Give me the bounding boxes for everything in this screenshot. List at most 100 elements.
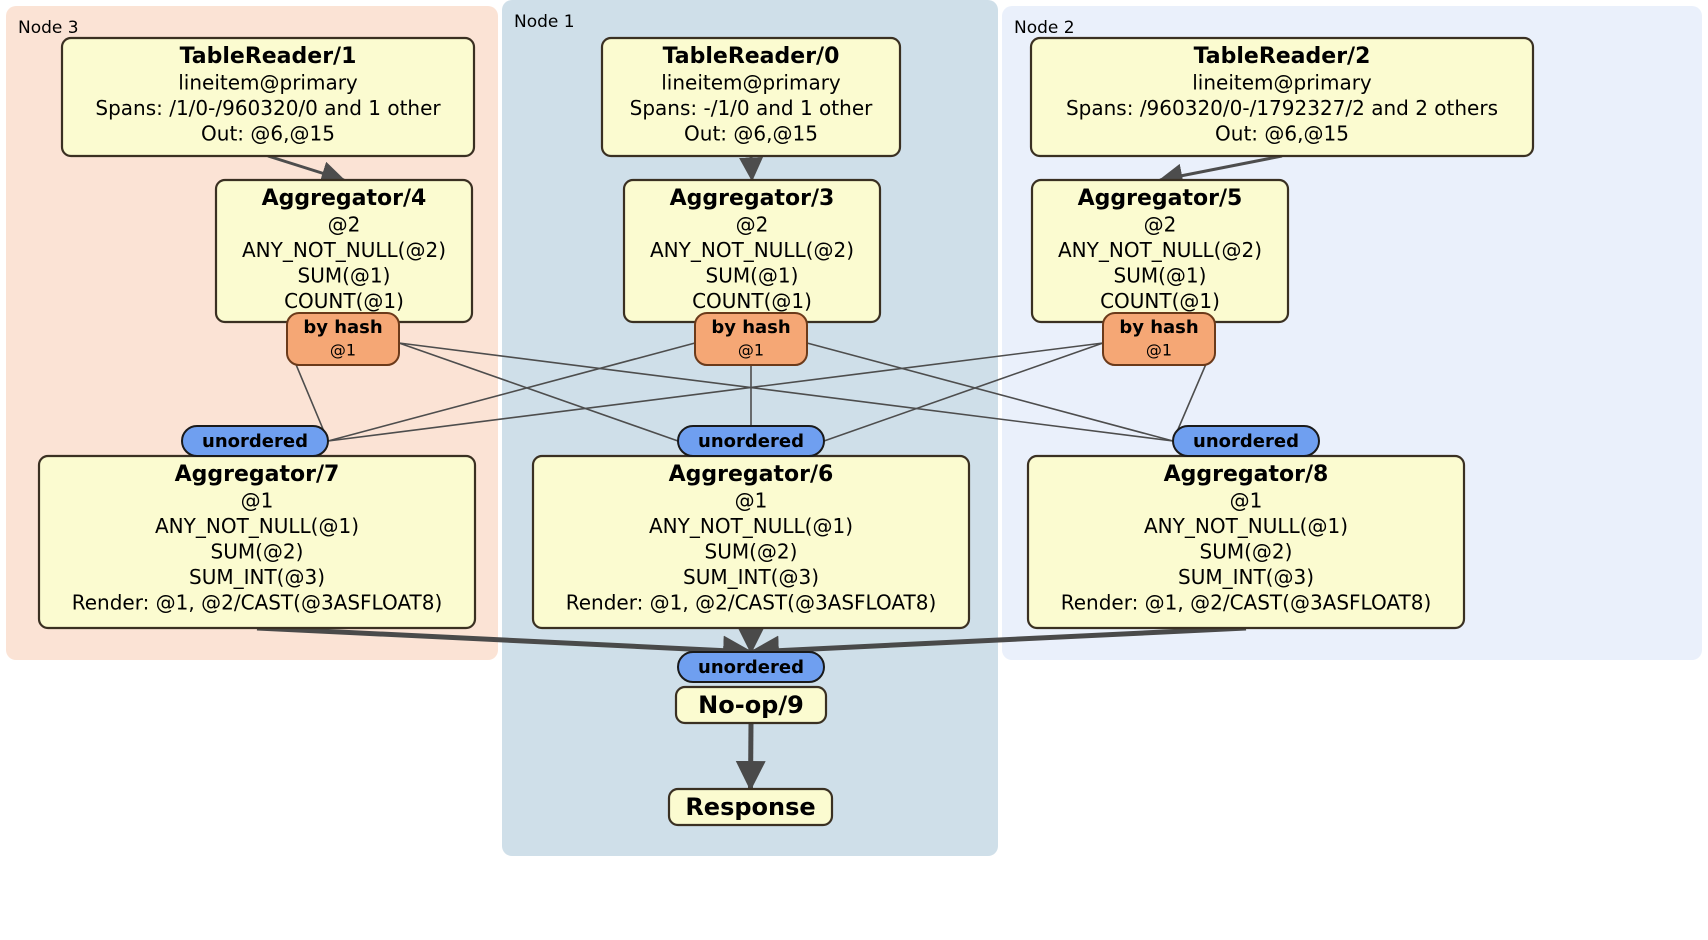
processor-line: SUM(@2) bbox=[211, 540, 304, 564]
processor-box[interactable] bbox=[667, 787, 834, 827]
edge-aggregator7-to-unord9 bbox=[256, 625, 753, 666]
unordered-router-unord7[interactable]: unordered bbox=[181, 425, 329, 457]
processor-line: @2 bbox=[328, 213, 361, 237]
edge-hash3-to-unord7 bbox=[327, 342, 696, 442]
processor-aggregator5[interactable]: Aggregator/5@2ANY_NOT_NULL(@2)SUM(@1)COU… bbox=[1030, 178, 1290, 324]
processor-line: SUM_INT(@3) bbox=[1178, 565, 1314, 589]
panel-label: Node 1 bbox=[514, 12, 575, 32]
processor-line: Spans: -/1/0 and 1 other bbox=[630, 96, 873, 120]
processor-line: @1 bbox=[735, 489, 768, 513]
processor-line: COUNT(@1) bbox=[1100, 289, 1220, 313]
processor-noop9[interactable]: No-op/9 bbox=[674, 685, 828, 725]
unordered-router-label: unordered bbox=[698, 657, 804, 678]
processor-box[interactable] bbox=[674, 685, 828, 725]
processor-line: lineitem@primary bbox=[1192, 71, 1372, 95]
processor-line: ANY_NOT_NULL(@1) bbox=[1144, 514, 1348, 538]
unordered-router-unord9[interactable]: unordered bbox=[677, 651, 825, 683]
edge-noop9-to-response bbox=[735, 722, 766, 791]
processor-line: SUM_INT(@3) bbox=[683, 565, 819, 589]
processor-title: TableReader/0 bbox=[663, 44, 840, 69]
processor-response[interactable]: Response bbox=[667, 787, 834, 827]
hash-router-column: @1 bbox=[1146, 341, 1172, 360]
processor-box[interactable] bbox=[600, 36, 902, 158]
hash-router-label: by hash bbox=[1119, 317, 1198, 338]
processor-aggregator3[interactable]: Aggregator/3@2ANY_NOT_NULL(@2)SUM(@1)COU… bbox=[622, 178, 882, 324]
unordered-router-shape[interactable] bbox=[1172, 425, 1320, 457]
edge-hash4-to-unord8 bbox=[398, 342, 1174, 442]
unordered-router-shape[interactable] bbox=[677, 651, 825, 683]
processor-line: Out: @6,@15 bbox=[684, 122, 818, 146]
hash-router-label: by hash bbox=[711, 317, 790, 338]
hash-router-column: @1 bbox=[330, 341, 356, 360]
edge-tablereader2-to-aggregator5 bbox=[1158, 154, 1283, 188]
processor-line: COUNT(@1) bbox=[692, 289, 812, 313]
processor-line: ANY_NOT_NULL(@2) bbox=[242, 238, 446, 262]
processor-title: Aggregator/3 bbox=[670, 186, 835, 211]
edge-hash3-to-unord8 bbox=[806, 342, 1174, 442]
unordered-router-label: unordered bbox=[698, 431, 804, 452]
unordered-router-unord8[interactable]: unordered bbox=[1172, 425, 1320, 457]
processor-box[interactable] bbox=[1029, 36, 1535, 158]
processor-title: Aggregator/6 bbox=[669, 462, 834, 487]
hash-router-hash4[interactable]: by hash @1 bbox=[286, 312, 400, 366]
processor-aggregator7[interactable]: Aggregator/7@1ANY_NOT_NULL(@1)SUM(@2)SUM… bbox=[37, 454, 477, 630]
processor-line: SUM_INT(@3) bbox=[189, 565, 325, 589]
processor-line: ANY_NOT_NULL(@1) bbox=[155, 514, 359, 538]
processor-aggregator8[interactable]: Aggregator/8@1ANY_NOT_NULL(@1)SUM(@2)SUM… bbox=[1026, 454, 1466, 630]
hash-router-hash3[interactable]: by hash @1 bbox=[694, 312, 808, 366]
processor-line: SUM(@1) bbox=[706, 264, 799, 288]
edge-hash5-to-unord6 bbox=[823, 342, 1104, 442]
hash-router-shape[interactable] bbox=[694, 312, 808, 366]
processor-line: @1 bbox=[1230, 489, 1263, 513]
processor-title: Aggregator/5 bbox=[1078, 186, 1243, 211]
unordered-router-label: unordered bbox=[202, 431, 308, 452]
hash-router-shape[interactable] bbox=[286, 312, 400, 366]
processor-title: No-op/9 bbox=[698, 691, 804, 719]
processor-line: Out: @6,@15 bbox=[1215, 122, 1349, 146]
edge-aggregator8-to-unord9 bbox=[749, 625, 1247, 666]
processor-line: ANY_NOT_NULL(@2) bbox=[650, 238, 854, 262]
hash-router-hash5[interactable]: by hash @1 bbox=[1102, 312, 1216, 366]
unordered-router-shape[interactable] bbox=[181, 425, 329, 457]
processor-title: TableReader/2 bbox=[1194, 44, 1371, 69]
processor-title: Response bbox=[685, 793, 815, 821]
processor-title: Aggregator/8 bbox=[1164, 462, 1329, 487]
processor-line: Out: @6,@15 bbox=[201, 122, 335, 146]
unordered-router-label: unordered bbox=[1193, 431, 1299, 452]
processor-title: Aggregator/4 bbox=[262, 186, 427, 211]
unordered-router-shape[interactable] bbox=[677, 425, 825, 457]
processor-aggregator4[interactable]: Aggregator/4@2ANY_NOT_NULL(@2)SUM(@1)COU… bbox=[214, 178, 474, 324]
processor-line: COUNT(@1) bbox=[284, 289, 404, 313]
processor-line: lineitem@primary bbox=[661, 71, 841, 95]
edge-tablereader0-to-aggregator3 bbox=[739, 155, 764, 182]
processor-line: Spans: /1/0-/960320/0 and 1 other bbox=[95, 96, 441, 120]
processor-line: SUM(@1) bbox=[298, 264, 391, 288]
hash-router-shape[interactable] bbox=[1102, 312, 1216, 366]
edge-hash5-to-unord7 bbox=[327, 342, 1104, 442]
panel-label: Node 3 bbox=[18, 18, 79, 38]
hash-router-label: by hash bbox=[303, 317, 382, 338]
hash-router-column: @1 bbox=[738, 341, 764, 360]
processor-line: ANY_NOT_NULL(@1) bbox=[649, 514, 853, 538]
processor-title: Aggregator/7 bbox=[175, 462, 340, 487]
processor-line: SUM(@1) bbox=[1114, 264, 1207, 288]
processor-box[interactable] bbox=[60, 36, 476, 158]
processor-line: ANY_NOT_NULL(@2) bbox=[1058, 238, 1262, 262]
processor-line: Spans: /960320/0-/1792327/2 and 2 others bbox=[1066, 96, 1498, 120]
panel-label: Node 2 bbox=[1014, 18, 1075, 38]
processor-line: Render: @1, @2/CAST(@3ASFLOAT8) bbox=[72, 591, 443, 615]
processor-line: lineitem@primary bbox=[178, 71, 358, 95]
processor-line: Render: @1, @2/CAST(@3ASFLOAT8) bbox=[566, 591, 937, 615]
processor-line: @1 bbox=[241, 489, 274, 513]
processor-line: SUM(@2) bbox=[705, 540, 798, 564]
unordered-router-unord6[interactable]: unordered bbox=[677, 425, 825, 457]
processor-line: SUM(@2) bbox=[1200, 540, 1293, 564]
processor-aggregator6[interactable]: Aggregator/6@1ANY_NOT_NULL(@1)SUM(@2)SUM… bbox=[531, 454, 971, 630]
processor-line: Render: @1, @2/CAST(@3ASFLOAT8) bbox=[1061, 591, 1432, 615]
edge-tablereader1-to-aggregator4 bbox=[267, 154, 346, 185]
processor-title: TableReader/1 bbox=[180, 44, 357, 69]
